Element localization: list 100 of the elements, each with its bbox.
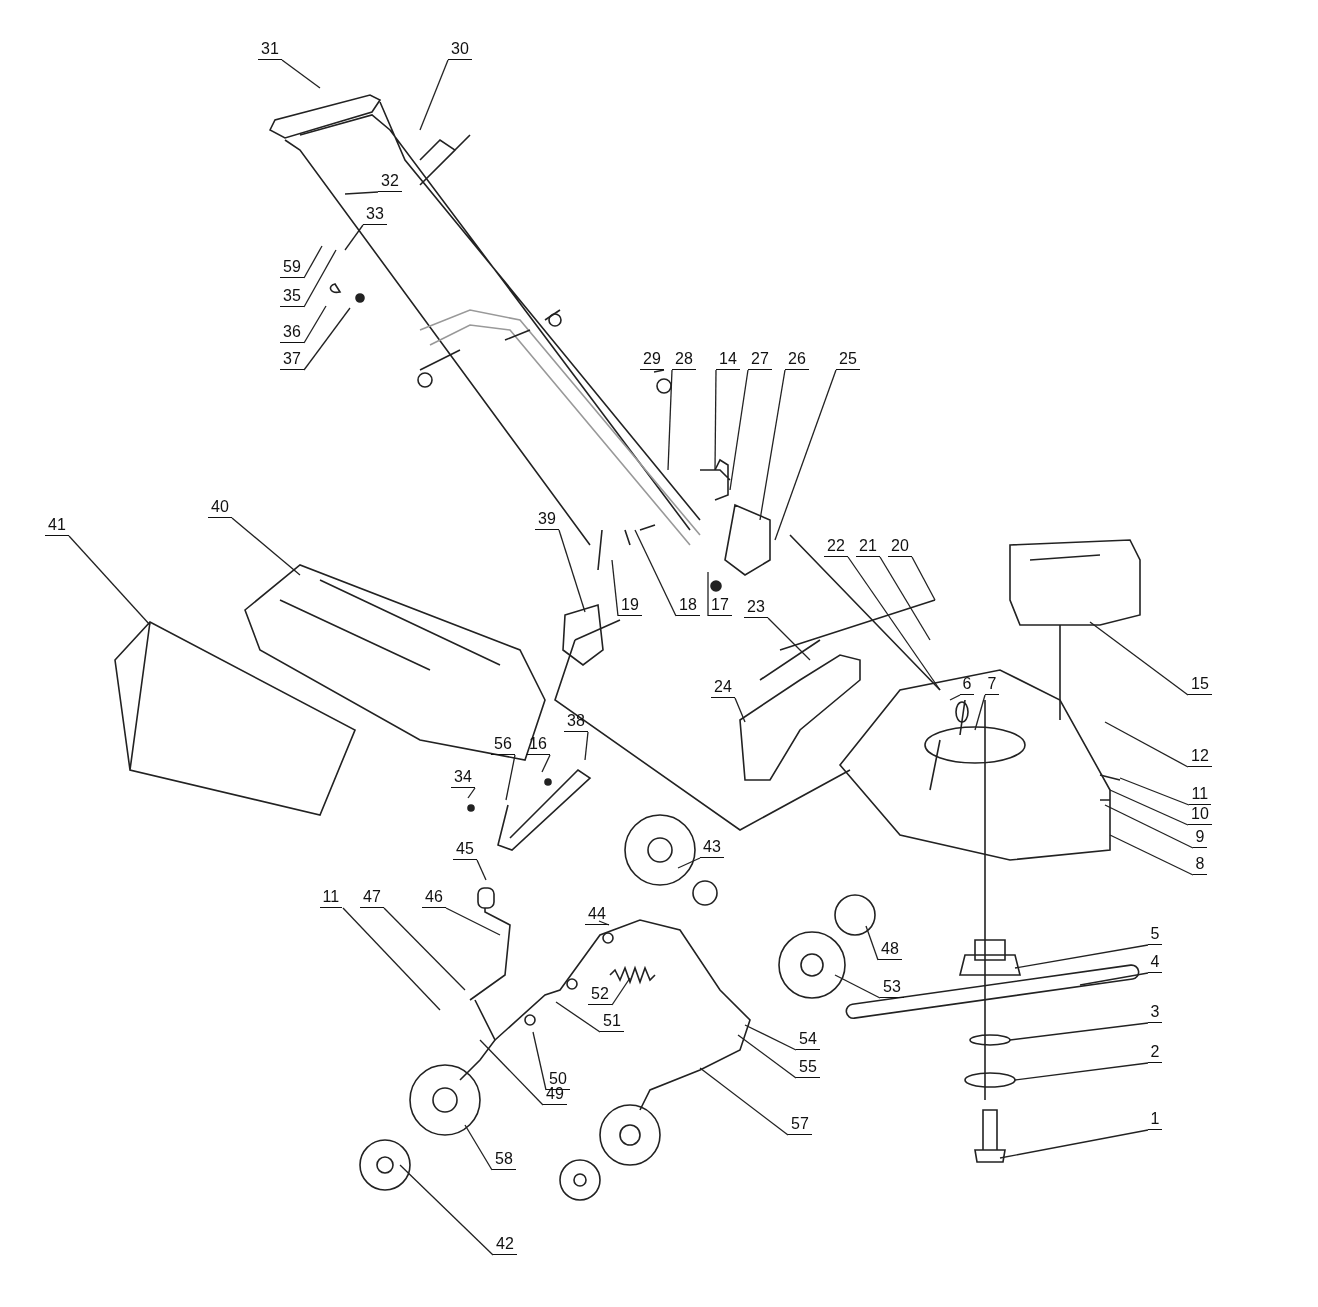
callout-number: 10	[1188, 805, 1212, 825]
leader-line	[584, 731, 589, 761]
leader-line	[467, 787, 476, 799]
callout-number: 52	[588, 985, 612, 1005]
callout-number: 3	[1147, 1003, 1163, 1023]
callout-number: 31	[258, 40, 282, 60]
callout-number: 36	[280, 323, 304, 343]
leader-line	[303, 307, 351, 371]
leader-line	[1014, 1062, 1149, 1081]
leader-line	[68, 535, 151, 626]
leader-line	[911, 556, 936, 601]
leader-line	[303, 249, 337, 308]
callout-number: 15	[1188, 675, 1212, 695]
callout-number: 34	[451, 768, 475, 788]
leader-line	[1119, 777, 1190, 806]
leader-line	[1104, 804, 1194, 849]
leader-line	[847, 556, 941, 691]
leader-line	[699, 1067, 789, 1136]
leader-line	[714, 369, 717, 471]
leader-line	[505, 754, 516, 801]
callout-number: 23	[744, 598, 768, 618]
leader-line	[1109, 834, 1194, 876]
callout-number: 57	[788, 1115, 812, 1135]
leader-line	[677, 857, 701, 869]
leader-line	[342, 907, 441, 1011]
callout-number: 9	[1192, 828, 1208, 848]
callout-number: 12	[1188, 747, 1212, 767]
leader-line	[281, 59, 321, 89]
leader-line	[1104, 721, 1189, 768]
leader-line	[707, 571, 709, 617]
callout-number: 27	[748, 350, 772, 370]
leader-line	[767, 617, 811, 661]
callout-number: 16	[526, 735, 550, 755]
leader-line	[399, 1164, 494, 1256]
callout-number: 48	[878, 940, 902, 960]
leader-line	[344, 191, 379, 195]
leader-line	[476, 859, 487, 881]
leader-line	[653, 369, 665, 373]
callout-number: 47	[360, 888, 384, 908]
callout-number: 26	[785, 350, 809, 370]
leader-line	[532, 1031, 547, 1091]
leader-line	[479, 1039, 544, 1106]
callout-number: 40	[208, 498, 232, 518]
callout-number: 29	[640, 350, 664, 370]
leader-line	[541, 754, 551, 773]
leader-line	[383, 907, 466, 991]
callout-number: 56	[491, 735, 515, 755]
callout-number: 8	[1192, 855, 1208, 875]
leader-line	[759, 369, 786, 521]
callout-number: 54	[796, 1030, 820, 1050]
callout-number: 42	[493, 1235, 517, 1255]
callout-number: 33	[363, 205, 387, 225]
leader-line	[445, 907, 501, 936]
callout-number: 32	[378, 172, 402, 192]
callout-number: 4	[1147, 953, 1163, 973]
leader-line	[774, 369, 837, 541]
callout-number: 46	[422, 888, 446, 908]
leader-line	[611, 559, 619, 617]
leader-line	[834, 974, 881, 999]
callout-number: 41	[45, 516, 69, 536]
leader-line	[737, 1034, 797, 1079]
callout-number: 5	[1147, 925, 1163, 945]
leader-line	[419, 59, 449, 131]
callout-number: 58	[492, 1150, 516, 1170]
leader-line	[303, 305, 327, 344]
callout-number: 39	[535, 510, 559, 530]
callout-number: 44	[585, 905, 609, 925]
leader-line	[879, 556, 931, 641]
callout-number: 6	[959, 675, 975, 695]
callout-number: 51	[600, 1012, 624, 1032]
callout-number: 35	[280, 287, 304, 307]
callout-number: 59	[280, 258, 304, 278]
leader-line	[555, 1001, 601, 1033]
leader-line	[734, 697, 746, 723]
callout-number: 38	[564, 712, 588, 732]
callout-number: 11	[319, 888, 343, 908]
leader-line	[231, 517, 301, 576]
leader-line	[974, 694, 986, 731]
leader-line	[303, 245, 323, 279]
callout-number: 55	[796, 1058, 820, 1078]
callout-number: 20	[888, 537, 912, 557]
leader-line	[744, 1024, 797, 1051]
callout-number: 43	[700, 838, 724, 858]
leader-line	[667, 369, 673, 471]
leader-line	[598, 920, 610, 926]
callout-number: 28	[672, 350, 696, 370]
callout-number: 24	[711, 678, 735, 698]
callout-number: 19	[618, 596, 642, 616]
callout-number: 21	[856, 537, 880, 557]
leader-line	[344, 224, 364, 251]
leader-line	[1079, 972, 1149, 986]
leader-line	[1089, 621, 1189, 696]
leader-line	[464, 1124, 493, 1171]
callout-number: 53	[880, 978, 904, 998]
callout-number: 14	[716, 350, 740, 370]
callout-number: 17	[708, 596, 732, 616]
callout-number: 45	[453, 840, 477, 860]
callout-number: 30	[448, 40, 472, 60]
leader-line	[1014, 944, 1149, 969]
callout-number: 11	[1188, 785, 1212, 805]
